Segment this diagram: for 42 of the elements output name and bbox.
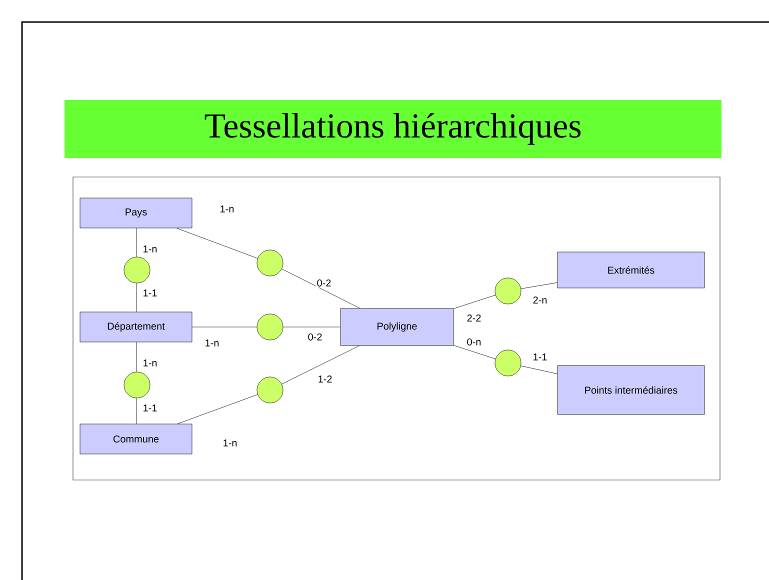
cardinality-label: 1-1	[532, 352, 548, 362]
connector-line	[136, 228, 137, 257]
relation-circle	[124, 256, 150, 284]
entity-box: Extrémités	[557, 252, 705, 288]
connector-line	[282, 268, 360, 308]
relation-circle	[494, 278, 522, 304]
entity-box: Polyligne	[340, 308, 454, 346]
connector-line	[454, 345, 496, 360]
relation-circle	[256, 376, 284, 404]
cardinality-label: 1-1	[142, 288, 158, 298]
cardinality-label: 1-n	[222, 438, 238, 448]
connector-line	[282, 346, 360, 384]
connector-line	[177, 394, 258, 424]
connector-line	[192, 326, 257, 328]
connector-line	[520, 366, 558, 374]
cardinality-label: 0-n	[466, 337, 482, 347]
entity-box: Commune	[80, 424, 192, 454]
relation-circle	[124, 372, 150, 398]
connector-line	[136, 283, 137, 312]
cardinality-label: 0-2	[316, 278, 332, 288]
connector-line	[520, 282, 558, 289]
relation-circle	[494, 350, 522, 376]
connector-line	[283, 326, 340, 328]
relation-circle	[256, 314, 284, 340]
cardinality-label: 1-n	[204, 338, 220, 348]
title-banner: Tessellations hiérarchiques	[64, 100, 722, 158]
connector-line	[454, 294, 496, 309]
cardinality-label: 1-1	[142, 404, 158, 412]
cardinality-label: 0-2	[306, 332, 324, 342]
cardinality-label: 2-n	[532, 296, 548, 304]
cardinality-label: 1-n	[142, 244, 158, 254]
cardinality-label: 2-2	[466, 314, 482, 322]
entity-box: Pays	[80, 198, 192, 228]
connector-line	[176, 228, 258, 259]
connector-line	[136, 398, 137, 424]
entity-box: Points intermédiaires	[557, 365, 705, 415]
cardinality-label: 1-n	[218, 204, 236, 214]
entity-box: Département	[80, 312, 192, 342]
cardinality-label: 1-2	[316, 374, 334, 384]
connector-line	[136, 342, 137, 372]
cardinality-label: 1-n	[142, 358, 158, 368]
relation-circle	[256, 250, 284, 276]
